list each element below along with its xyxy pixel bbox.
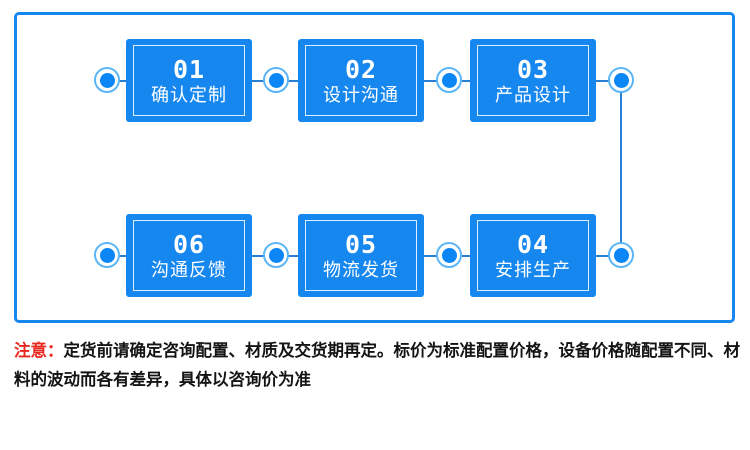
connector-line-step02-to-node <box>424 80 438 82</box>
step-number-05: 05 <box>344 229 378 259</box>
step-number-06: 06 <box>172 229 206 259</box>
connector-line-node-to-step03 <box>462 80 476 82</box>
connector-line-vertical-right <box>620 86 622 254</box>
step-box-02-inner: 02 设计沟通 <box>305 45 417 116</box>
note-block: 注意：定货前请确定咨询配置、材质及交货期再定。标价为标准配置价格，设备价格随配置… <box>14 336 740 394</box>
step-number-04: 04 <box>516 229 550 259</box>
step-label-06: 沟通反馈 <box>151 259 227 281</box>
step-box-01-inner: 01 确认定制 <box>133 45 245 116</box>
node-circle-between-05-06 <box>263 242 289 268</box>
connector-line-step03-to-node <box>596 80 610 82</box>
step-label-05: 物流发货 <box>323 259 399 281</box>
step-box-05[interactable]: 05 物流发货 <box>298 214 424 297</box>
note-text: 定货前请确定咨询配置、材质及交货期再定。标价为标准配置价格，设备价格随配置不同、… <box>14 341 740 389</box>
node-circle-between-01-02 <box>263 67 289 93</box>
connector-line-step06-to-node <box>250 255 264 257</box>
step-box-03-inner: 03 产品设计 <box>477 45 589 116</box>
node-circle-after-03 <box>608 67 634 93</box>
node-circle-between-02-03 <box>436 67 462 93</box>
node-circle-end-bottom <box>94 242 120 268</box>
step-number-03: 03 <box>516 54 550 84</box>
connector-line-step05-to-node <box>424 255 438 257</box>
connector-line-node-to-step05 <box>288 255 302 257</box>
node-circle-after-04 <box>608 242 634 268</box>
node-circle-start-top <box>94 67 120 93</box>
step-label-04: 安排生产 <box>495 259 571 281</box>
step-box-04[interactable]: 04 安排生产 <box>470 214 596 297</box>
connector-line-step01-to-node <box>250 80 264 82</box>
step-label-02: 设计沟通 <box>323 84 399 106</box>
note-label: 注意： <box>14 341 64 360</box>
step-label-01: 确认定制 <box>151 84 227 106</box>
step-number-02: 02 <box>344 54 378 84</box>
step-box-02[interactable]: 02 设计沟通 <box>298 39 424 122</box>
step-box-01[interactable]: 01 确认定制 <box>126 39 252 122</box>
connector-line-step04-to-node <box>596 255 610 257</box>
step-box-06-inner: 06 沟通反馈 <box>133 220 245 291</box>
step-box-03[interactable]: 03 产品设计 <box>470 39 596 122</box>
connector-line-node-to-step02 <box>288 80 302 82</box>
node-circle-between-04-05 <box>436 242 462 268</box>
step-box-05-inner: 05 物流发货 <box>305 220 417 291</box>
step-number-01: 01 <box>172 54 206 84</box>
connector-line-node-to-step04 <box>462 255 476 257</box>
step-box-06[interactable]: 06 沟通反馈 <box>126 214 252 297</box>
step-box-04-inner: 04 安排生产 <box>477 220 589 291</box>
step-label-03: 产品设计 <box>495 84 571 106</box>
